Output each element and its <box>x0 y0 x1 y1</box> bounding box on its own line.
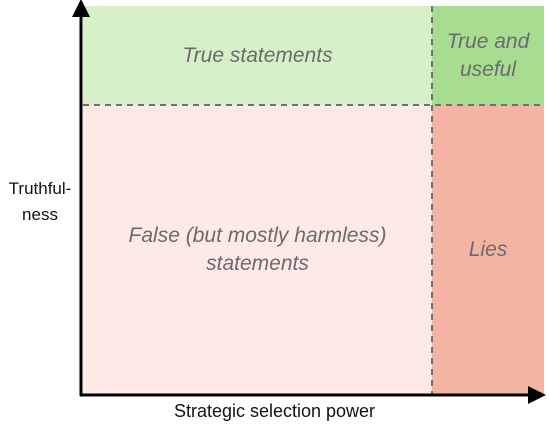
y-axis-label: Truthful- ness <box>0 176 80 228</box>
y-axis-label-line: ness <box>22 205 58 224</box>
label-line: useful <box>459 57 517 81</box>
label-false-statements: False (but mostly harmless) statements <box>83 105 432 394</box>
label-line: True statements <box>182 43 333 67</box>
label-lies: Lies <box>432 105 544 394</box>
quadrant-false-statements <box>83 105 432 394</box>
quadrant-true-statements <box>83 6 432 105</box>
label-true-statements: True statements <box>83 6 432 105</box>
x-axis-label: Strategic selection power <box>173 401 376 421</box>
quadrant-lies <box>432 105 544 394</box>
label-true-and-useful: True and useful <box>432 6 544 105</box>
label-line: Lies <box>468 237 508 261</box>
label-line: False (but mostly harmless) <box>128 223 387 247</box>
y-axis-label-line: Truthful- <box>8 179 72 198</box>
label-line: statements <box>206 251 309 275</box>
quadrant-true-and-useful <box>432 6 544 105</box>
label-line: True and <box>446 29 530 53</box>
